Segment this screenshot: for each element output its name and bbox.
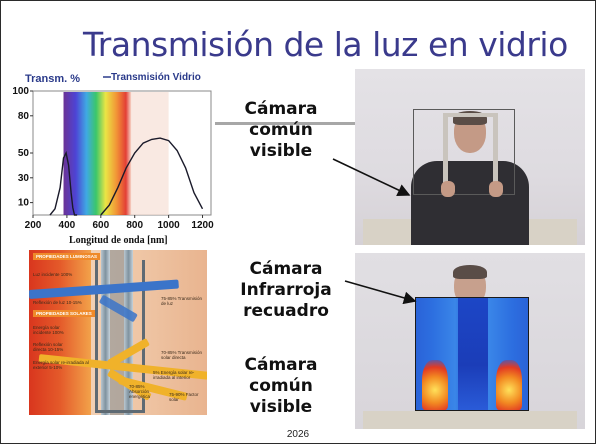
diagram-label: PROPIEDADES SOLARES	[33, 310, 95, 317]
infrared-overlay	[415, 297, 529, 411]
y-tick-label: 30	[18, 173, 30, 184]
diagram-label: Reflexión de luz 10-15%	[33, 300, 82, 305]
glass-window-diagram: PROPIEDADES LUMINOSAS Luz incidente 100%…	[29, 250, 207, 415]
diagram-label: 75-90% Factor solar	[169, 392, 199, 402]
y-tick-label: 80	[18, 111, 30, 122]
footer-year: 2026	[286, 429, 310, 440]
x-tick-label: 800	[126, 220, 143, 231]
chart-x-label: Longitud de onda [nm]	[69, 235, 168, 246]
visible-camera-photo-top	[355, 69, 585, 245]
x-tick-label: 200	[25, 220, 42, 231]
transmission-curve-1	[49, 150, 78, 216]
y-tick-label: 10	[18, 198, 30, 209]
y-tick-label: 50	[18, 148, 30, 159]
diagram-label: 5% Energía solar re-irradiada al interio…	[153, 370, 195, 380]
chart-canvas: 10 30 50 80 100 200 400 600 800 1000 1200	[12, 76, 214, 231]
visible-spectrum-band	[63, 92, 132, 215]
label-infrared-camera: Cámara Infrarroja recuadro	[240, 259, 332, 321]
diagram-label: PROPIEDADES LUMINOSAS	[33, 253, 101, 260]
glass-frame-outline	[413, 109, 515, 195]
chart-title: Transmisión Vidrio	[111, 72, 201, 83]
label-visible-camera-bottom: Cámara común visible	[244, 355, 318, 417]
y-tick-label: 100	[12, 86, 29, 97]
title-divider	[215, 122, 355, 125]
chart-y-title: Transm. %	[25, 73, 81, 85]
diagram-label: Reflexión solar directa 10-15%	[33, 342, 64, 352]
x-tick-label: 1200	[191, 220, 214, 231]
x-tick-label: 400	[59, 220, 76, 231]
x-tick-label: 600	[92, 220, 109, 231]
diagram-label: 70-85% Transmisión solar directa	[161, 350, 203, 360]
transmission-curve-2	[100, 137, 204, 216]
infrared-band	[131, 92, 169, 215]
diagram-label: Energía solar incidente 100%	[33, 325, 64, 335]
diagram-label: 70-85% Absorción energética	[129, 384, 151, 399]
transmission-chart: 10 30 50 80 100 200 400 600 800 1000 1200 Transm. …	[7, 67, 223, 249]
label-visible-camera-top: Cámara común visible	[244, 99, 318, 161]
slide-title: Transmisión de la luz en vidrio	[83, 25, 568, 64]
diagram-label: 75-85% Transmisión de luz	[161, 296, 203, 306]
diagram-label: Energía solar re-irradiada al exterior 5…	[33, 360, 89, 370]
x-tick-label: 1000	[157, 220, 180, 231]
infrared-camera-photo	[355, 253, 585, 429]
diagram-label: Luz incidente 100%	[33, 272, 73, 277]
